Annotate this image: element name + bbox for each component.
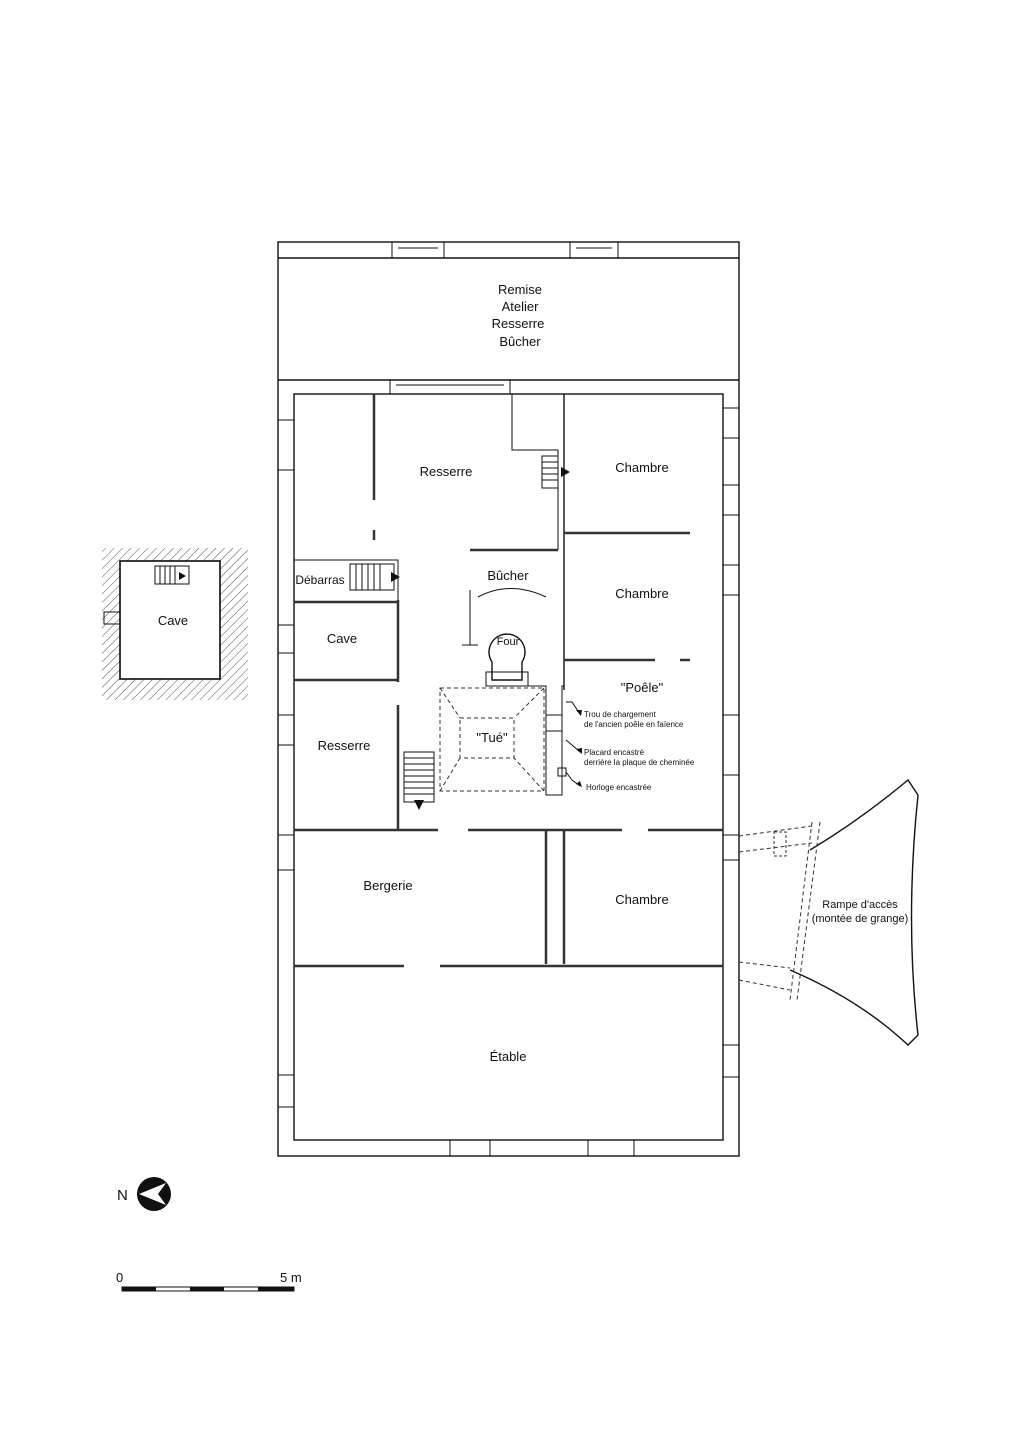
placard-annotation: Placard encastré bbox=[584, 748, 645, 757]
upper-stairs bbox=[541, 455, 570, 489]
north-label: N bbox=[117, 1187, 128, 1204]
north-indicator: N bbox=[117, 1177, 171, 1211]
atelier-label: Atelier bbox=[502, 299, 540, 314]
chambre-2-label: Chambre bbox=[615, 586, 668, 601]
resserre-top-label: Resserre bbox=[420, 464, 473, 479]
windows bbox=[277, 241, 740, 1157]
rampe-label: Rampe d'accès bbox=[822, 899, 898, 911]
access-ramp bbox=[738, 778, 919, 1046]
main-stairs bbox=[403, 751, 435, 810]
rampe-sub-label: (montée de grange) bbox=[812, 913, 909, 925]
bergerie-label: Bergerie bbox=[363, 878, 412, 893]
four-label: Four bbox=[497, 636, 520, 648]
resserre-bottom-label: Resserre bbox=[318, 738, 371, 753]
bucher-label: Bûcher bbox=[487, 568, 529, 583]
debarras-stairs bbox=[349, 563, 400, 591]
north-arrow-icon bbox=[137, 1177, 171, 1211]
placard-annotation-2: derrière la plaque de cheminée bbox=[584, 758, 695, 767]
detached-cave: Cave bbox=[102, 548, 248, 700]
scale-start-label: 0 bbox=[116, 1270, 123, 1285]
etable-label: Étable bbox=[490, 1049, 527, 1064]
scale-bar: 0 5 m bbox=[116, 1270, 302, 1292]
poele-label: "Poêle" bbox=[621, 680, 664, 695]
annotations: Trou de chargement de l'ancien poêle en … bbox=[565, 701, 695, 792]
scale-end-label: 5 m bbox=[280, 1270, 302, 1285]
interior-walls bbox=[293, 394, 723, 968]
cave-label: Cave bbox=[327, 631, 357, 646]
outer-walls bbox=[277, 241, 740, 1157]
chambre-1-label: Chambre bbox=[615, 460, 668, 475]
trou-annotation-2: de l'ancien poêle en faïence bbox=[584, 720, 684, 729]
tue-label: "Tué" bbox=[476, 730, 508, 745]
chambre-3-label: Chambre bbox=[615, 892, 668, 907]
room-labels: Remise Atelier Resserre Bûcher Resserre … bbox=[295, 282, 908, 1064]
resserre-remise-label: Resserre bbox=[492, 316, 545, 331]
remise-label: Remise bbox=[498, 282, 542, 297]
bucher-remise-label: Bûcher bbox=[499, 334, 541, 349]
cave-stairs bbox=[154, 565, 190, 585]
trou-annotation: Trou de chargement bbox=[584, 710, 657, 719]
cave-detached-label: Cave bbox=[158, 613, 188, 628]
horloge-annotation: Horloge encastrée bbox=[586, 783, 652, 792]
debarras-label: Débarras bbox=[295, 573, 344, 587]
